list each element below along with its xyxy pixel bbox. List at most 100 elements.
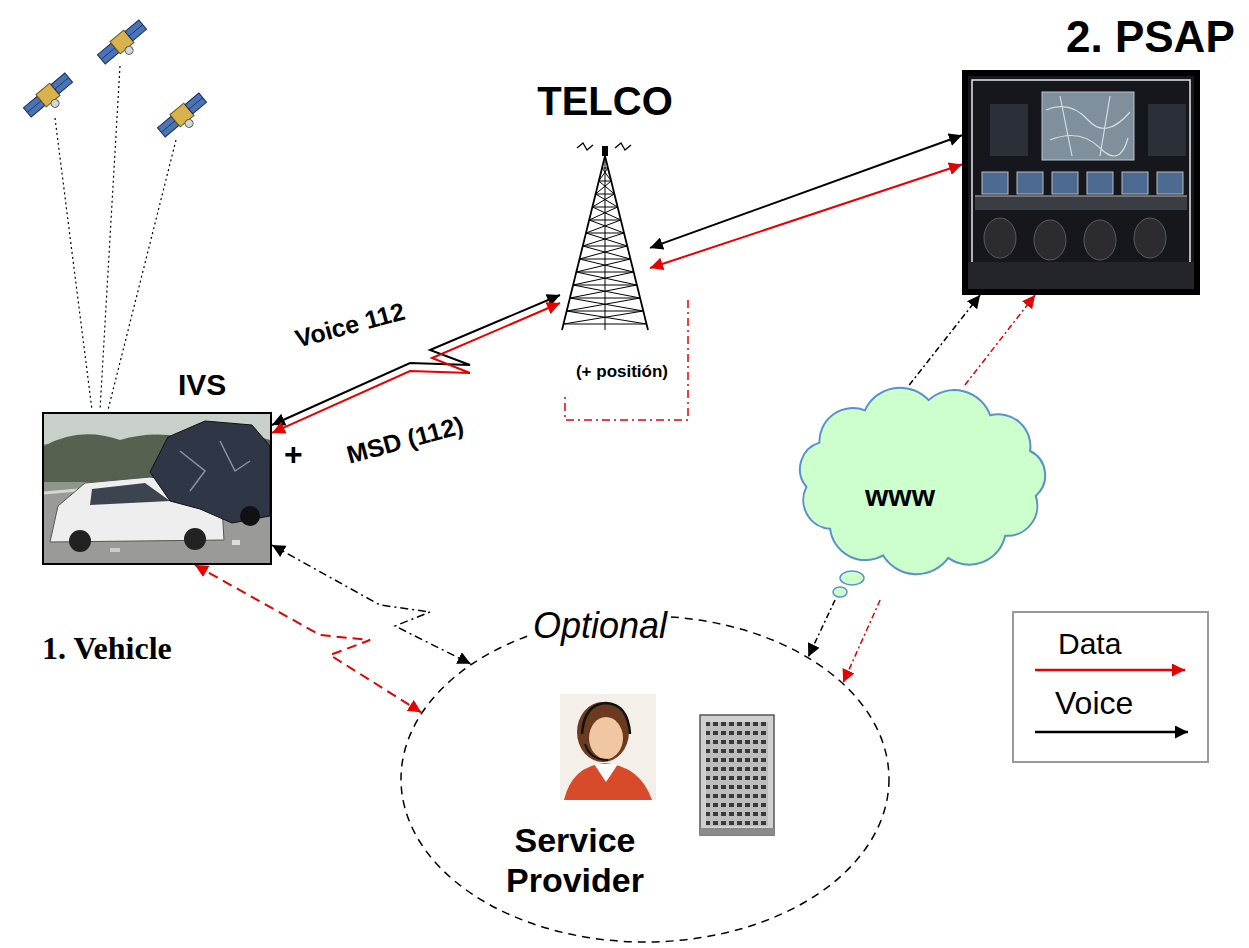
control-room-photo	[968, 76, 1194, 289]
server-picture	[700, 828, 774, 835]
radio-wave	[615, 143, 631, 150]
vehicle-caption-box: 1. Vehicle	[42, 630, 172, 667]
telco-tower: TELCO(+ positión)	[560, 140, 650, 330]
control-room-photo	[975, 196, 1187, 210]
control-room-photo	[1017, 172, 1043, 194]
legend-entry: Data	[1058, 627, 1121, 662]
internet-cloud: www	[790, 385, 1055, 600]
tower-lattice	[573, 272, 634, 285]
control-room-photo	[1046, 96, 1130, 156]
control-room-photo	[984, 218, 1016, 258]
server-picture	[700, 715, 774, 835]
tower-lattice	[605, 156, 606, 330]
data-link	[650, 165, 962, 269]
operator-picture	[564, 763, 652, 800]
service-provider-label: Service Provider	[500, 820, 650, 900]
tower-lattice	[583, 233, 624, 246]
tower-lattice	[592, 207, 620, 220]
legend-sample	[1035, 731, 1188, 734]
satellite-icon	[22, 72, 78, 124]
plus-sign: +	[284, 438, 303, 470]
position-note: (+ positión)	[576, 362, 668, 382]
psap-label-box: 2. PSAP	[1066, 12, 1235, 63]
internet-data-link	[965, 295, 1035, 385]
operator-picture	[560, 694, 656, 800]
legend-data: Data	[1058, 627, 1121, 662]
control-room-photo	[972, 80, 1190, 285]
operator-picture	[577, 702, 629, 762]
control-room-photo	[1084, 220, 1116, 260]
psap-label: 2. PSAP	[1066, 12, 1235, 63]
legend-sample	[1035, 669, 1185, 672]
tower-lattice	[570, 285, 637, 298]
crash-photo	[44, 414, 270, 563]
control-room-photo	[1042, 92, 1134, 160]
tower-lattice	[605, 156, 648, 330]
position-bracket	[565, 300, 688, 420]
tower-lattice	[563, 311, 643, 324]
tower-lattice	[602, 168, 611, 181]
legend-entry: Voice	[1055, 685, 1133, 722]
optional-data-link	[195, 565, 421, 712]
radio-wave	[577, 143, 593, 150]
cloud-bubble	[833, 587, 847, 597]
optional-voice-link	[272, 545, 471, 664]
optional-note-box: Optional	[500, 605, 700, 646]
service-provider-label-box: Service Provider	[500, 820, 650, 900]
ellipse-border	[401, 616, 889, 942]
satellite-signal	[55, 66, 176, 410]
legend-voice: Voice	[1055, 685, 1133, 722]
data-link	[272, 303, 560, 433]
control-room-photo	[975, 195, 1187, 197]
server-picture	[706, 722, 768, 826]
tower-lattice	[586, 233, 627, 246]
control-room-photo	[1157, 172, 1183, 194]
operator-picture	[594, 764, 618, 782]
tower-lattice	[576, 272, 633, 273]
server-picture	[700, 715, 774, 835]
position-note-box: (+ positión)	[522, 362, 722, 382]
optional-note: Optional	[529, 605, 671, 646]
control-room-photo	[1122, 172, 1148, 194]
tower-lattice	[602, 168, 608, 169]
telco-label: TELCO	[537, 78, 673, 124]
edge-label: MSD (112)	[344, 411, 467, 470]
tower-lattice	[562, 156, 605, 330]
connector-layer	[1035, 670, 1188, 732]
tower-lattice	[592, 194, 614, 207]
tower-lattice	[589, 220, 624, 233]
tower-lattice	[576, 272, 637, 285]
service-provider-ellipse: OptionalService Provider	[400, 615, 890, 943]
tower-lattice	[570, 298, 640, 299]
control-room-photo	[1052, 172, 1078, 194]
www-label-box: www	[800, 479, 1000, 514]
tower-lattice	[567, 298, 640, 311]
voice-link	[272, 295, 560, 425]
satellite-signal	[55, 118, 92, 410]
control-room-photo	[990, 104, 1028, 156]
operator-picture	[585, 744, 608, 760]
satellite-icon	[22, 19, 212, 144]
antenna	[602, 146, 608, 156]
tower-lattice	[580, 259, 634, 272]
ivs-label-box: IVS	[178, 368, 226, 403]
vehicle-photo: IVS	[42, 412, 272, 565]
tower-lattice	[580, 246, 628, 259]
operator-picture	[582, 703, 630, 734]
telco-label-box: TELCO	[505, 78, 705, 124]
tower-lattice	[583, 246, 631, 259]
connector-layer	[195, 135, 1035, 712]
tower-lattice	[586, 233, 624, 234]
tower-lattice	[589, 207, 617, 220]
tower-lattice	[596, 181, 612, 194]
crash-photo	[69, 530, 91, 552]
plus-sign-box: +	[284, 438, 303, 470]
crash-photo	[240, 506, 260, 526]
tower-lattice	[589, 220, 621, 221]
crash-photo	[110, 548, 120, 552]
vehicle-caption: 1. Vehicle	[42, 630, 172, 667]
